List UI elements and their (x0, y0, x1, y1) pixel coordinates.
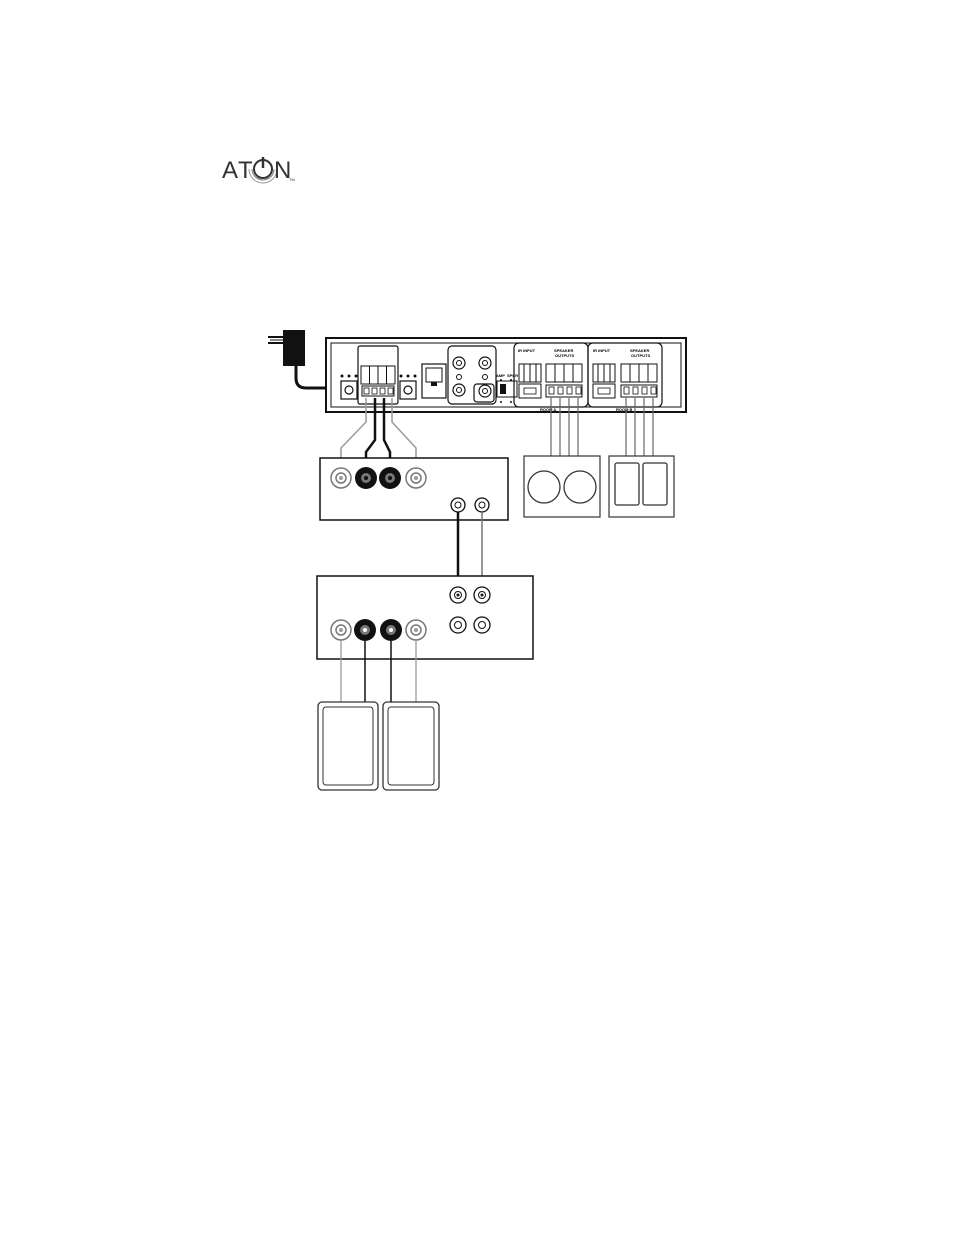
ceiling-speaker-icon (564, 471, 596, 503)
speaker-right-icon (383, 702, 439, 790)
room-a-speaker-label-2: OUTPUTS (555, 353, 574, 358)
ceiling-speaker-icon (528, 471, 560, 503)
switch-label-amp: AMP (496, 373, 505, 378)
room-b-label: ROOM B (616, 407, 633, 412)
room-b-ir-input-label: IR INPUT (593, 348, 611, 353)
room-a-label: ROOM A (540, 407, 556, 412)
speaker-left-icon (318, 702, 378, 790)
room-b-speaker-label-2: OUTPUTS (631, 353, 650, 358)
room-b-wall-speakers (609, 456, 674, 517)
wall-speaker-icon (615, 463, 639, 505)
wall-speaker-icon (643, 463, 667, 505)
room-a-ir-input-label: IR INPUT (518, 348, 536, 353)
amplifier-device (317, 576, 533, 659)
network-port-icon (422, 364, 446, 398)
main-unit: AMP SPKR IR INPUT SPEAKER OUTPUTS (326, 338, 686, 412)
room-a-ceiling-speakers (524, 456, 600, 517)
source-device (320, 458, 508, 520)
floor-speakers (318, 702, 439, 790)
switch-label-spkr: SPKR (507, 373, 518, 378)
